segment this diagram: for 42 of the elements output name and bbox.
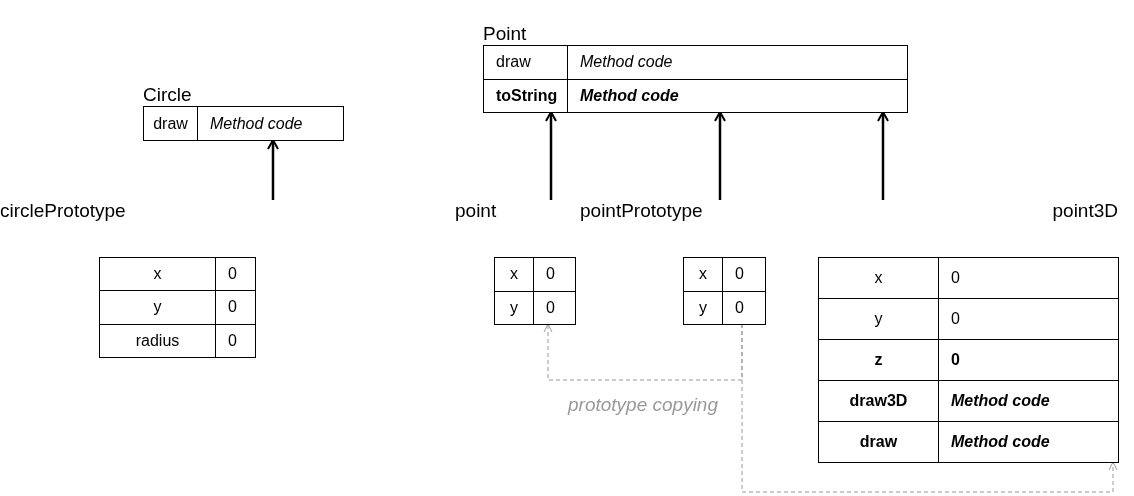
property-value-cell: 0 [533,257,576,291]
object-name: Circle [143,84,192,106]
property-name-cell: x [818,257,939,299]
object-name: point [455,200,497,222]
property-name-cell: y [683,291,723,325]
property-value-cell: Method code [938,421,1119,463]
property-value-cell: 0 [533,291,576,325]
arrow [877,111,889,200]
property-name-cell: draw [143,106,198,141]
property-value-cell: 0 [938,257,1119,299]
object-name: Point [483,23,527,45]
arrow [545,111,557,200]
property-name-cell: y [99,290,216,325]
property-value-cell: 0 [722,291,766,325]
property-name-cell: z [818,339,939,381]
property-name-cell: y [494,291,534,325]
property-name-cell: y [818,298,939,340]
object-name: pointPrototype [580,200,703,222]
dashed-arrow [741,323,1118,493]
property-name-cell: draw [818,421,939,463]
property-name-cell: x [683,257,723,291]
property-name-cell: draw [483,45,568,79]
property-name-cell: x [494,257,534,291]
dashed-arrow [543,323,743,381]
property-value-cell: 0 [938,298,1119,340]
property-value-cell: Method code [567,45,908,79]
property-value-cell: Method code [938,380,1119,422]
property-name-cell: toString [483,79,568,113]
object-name: circlePrototype [0,200,126,222]
object-name: point3D [1052,200,1118,222]
property-name-cell: radius [99,324,216,358]
arrow [267,139,279,200]
property-value-cell: 0 [215,324,256,358]
arrow [714,111,726,200]
property-value-cell: 0 [215,290,256,325]
property-value-cell: Method code [567,79,908,113]
property-name-cell: draw3D [818,380,939,422]
property-value-cell: 0 [938,339,1119,381]
property-name-cell: x [99,257,216,291]
property-value-cell: 0 [722,257,766,291]
property-value-cell: 0 [215,257,256,291]
property-value-cell: Method code [197,106,344,141]
